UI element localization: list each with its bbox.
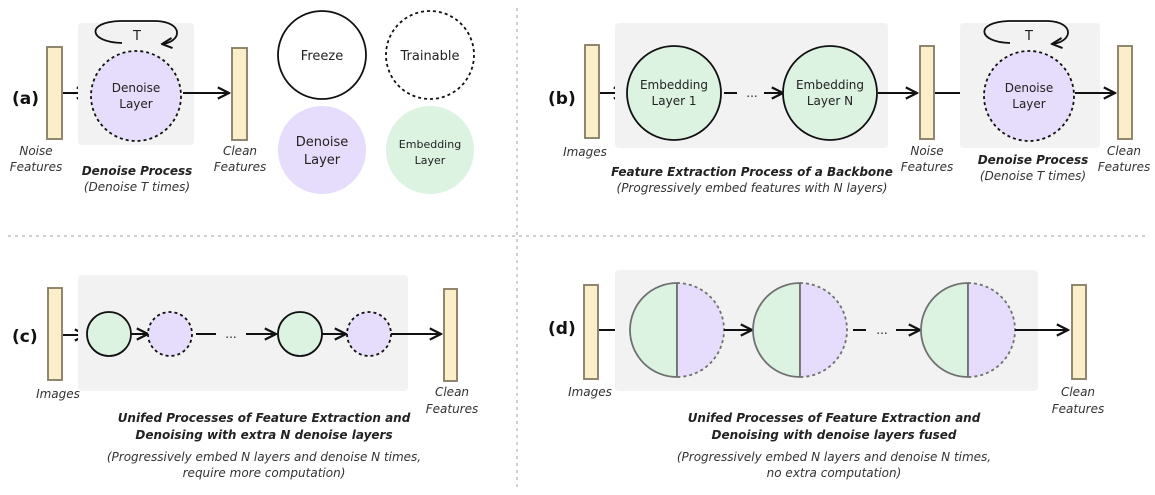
panel-d-output-caption-line1: Clean [1061, 385, 1095, 399]
panel-d-fused-layer-n [920, 282, 1016, 378]
panel-a: (a) T Denoise Layer Noise Features Clean… [10, 20, 267, 194]
panel-d-clean-features-bar [1071, 284, 1087, 380]
panel-b-embedding-layer-n [782, 45, 878, 141]
panel-c-title-line2: Denoising with extra N denoise layers [135, 428, 392, 442]
panel-d-fused-layer-2 [752, 282, 848, 378]
panel-c-label: (c) [12, 327, 38, 347]
panel-b-denoise-layer [983, 50, 1075, 142]
panel-c-images-bar [47, 287, 63, 381]
panel-b-denoise-subtitle: (Denoise T times) [980, 169, 1086, 183]
panel-c-denoise-n [346, 311, 392, 357]
panel-a-output-caption-line2: Features [214, 160, 267, 174]
panel-a-label: (a) [12, 89, 39, 109]
panel-b: (b) Images Embedding Layer 1 ... Embeddi… [548, 20, 1151, 195]
legend-freeze-label: Freeze [301, 49, 343, 64]
legend: Freeze Trainable Denoise Layer Embedding… [277, 10, 475, 194]
panel-b-denoise-title: Denoise Process [978, 153, 1089, 167]
panel-b-embedding-1-label-line2: Layer 1 [652, 94, 697, 108]
panel-c: (c) Images ... Clean Features Unifed Pro… [12, 275, 478, 480]
panel-b-ellipsis: ... [746, 86, 757, 100]
panel-d-images-bar [583, 284, 599, 380]
panel-c-embedding-1 [86, 311, 132, 357]
panel-a-noise-features-bar [46, 46, 63, 140]
panel-a-denoise-layer [90, 50, 182, 142]
panel-c-input-caption: Images [36, 387, 80, 401]
legend-trainable-label: Trainable [399, 49, 459, 64]
panel-b-embedding-n-label-line1: Embedding [796, 78, 864, 92]
panel-b-output-caption-line2: Features [1098, 160, 1151, 174]
panel-c-title-line1: Unifed Processes of Feature Extraction a… [118, 411, 411, 425]
panel-b-label: (b) [548, 89, 576, 109]
panel-b-denoise-label-line2: Layer [1012, 97, 1046, 111]
panel-d-ellipsis: ... [876, 323, 887, 337]
panel-b-backbone-title: Feature Extraction Process of a Backbone [611, 165, 893, 179]
panel-b-clean-features-bar [1117, 45, 1133, 140]
panel-a-input-caption-line1: Noise [19, 144, 52, 158]
panel-d-subtitle-line1: (Progressively embed N layers and denois… [677, 450, 991, 464]
panel-a-denoise-layer-label-line2: Layer [119, 97, 153, 111]
legend-embedding-label-line1: Embedding [399, 138, 461, 151]
panel-c-clean-features-bar [443, 288, 458, 382]
panel-b-denoise-label-line1: Denoise [1005, 81, 1054, 95]
panel-d-output-caption-line2: Features [1052, 402, 1105, 416]
legend-denoise-label-line1: Denoise [296, 135, 349, 150]
panel-d: (d) Images ... Clean Features Unifed Pro… [548, 270, 1104, 480]
panel-d-subtitle-line2: no extra computation) [767, 466, 902, 480]
legend-trainable-circle [385, 10, 475, 100]
panel-b-embedding-layer-1 [626, 45, 722, 141]
panel-a-output-caption-line1: Clean [223, 144, 257, 158]
panel-b-noise-features-bar [919, 45, 935, 140]
panel-c-denoise-1 [147, 311, 193, 357]
panel-d-fused-layer-1 [629, 282, 725, 378]
panel-d-input-caption: Images [568, 385, 612, 399]
panel-b-embedding-n-label-line2: Layer N [807, 94, 853, 108]
panel-d-title-line1: Unifed Processes of Feature Extraction a… [688, 411, 981, 425]
panel-d-label: (d) [548, 319, 576, 339]
panel-b-embedding-1-label-line1: Embedding [640, 78, 708, 92]
panel-b-noise-caption-line2: Features [901, 160, 954, 174]
panel-a-loop-arrow [94, 20, 178, 44]
panel-b-input-caption: Images [563, 145, 607, 159]
panel-d-title-line2: Denoising with denoise layers fused [712, 428, 957, 442]
panel-b-output-caption-line1: Clean [1107, 144, 1141, 158]
panel-c-subtitle-line2: require more computation) [183, 466, 346, 480]
panel-a-input-caption-line2: Features [10, 160, 63, 174]
panel-b-images-bar [584, 44, 600, 139]
legend-denoise-circle [278, 106, 366, 194]
legend-embedding-label-line2: Layer [415, 154, 446, 167]
panel-b-loop-label: T [1024, 29, 1033, 44]
panel-a-clean-features-bar [231, 47, 248, 141]
panel-b-loop-arrow [983, 20, 1069, 44]
panel-a-process-subtitle: (Denoise T times) [84, 180, 190, 194]
panel-c-ellipsis: ... [225, 327, 236, 341]
panel-a-process-title: Denoise Process [82, 164, 193, 178]
panel-c-output-caption-line2: Features [426, 402, 479, 416]
panel-b-noise-caption-line1: Noise [910, 144, 943, 158]
panel-c-embedding-n [277, 311, 323, 357]
panel-a-loop-label: T [132, 29, 141, 44]
panel-c-subtitle-line1: (Progressively embed N layers and denois… [107, 450, 421, 464]
legend-freeze-circle [277, 10, 367, 100]
legend-denoise-label-line2: Layer [304, 153, 341, 168]
panel-b-backbone-subtitle: (Progressively embed features with N lay… [617, 181, 888, 195]
panel-c-unified-box [78, 275, 408, 391]
panel-a-denoise-layer-label-line1: Denoise [112, 81, 161, 95]
legend-embedding-circle [386, 106, 474, 194]
panel-c-output-caption-line1: Clean [435, 385, 469, 399]
